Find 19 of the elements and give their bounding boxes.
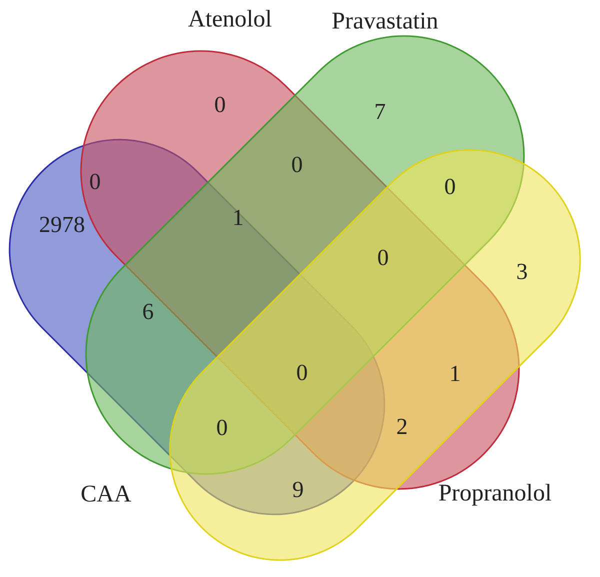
count-label: 0 — [296, 360, 308, 386]
count-label: 1 — [449, 361, 461, 387]
set-label: CAA — [80, 481, 132, 508]
count-label: 0 — [444, 174, 456, 200]
count-label: 0 — [89, 169, 101, 195]
count-label: 7 — [374, 99, 386, 125]
count-label: 0 — [377, 245, 389, 271]
set-label: Atenolol — [188, 6, 272, 34]
count-label: 1 — [232, 205, 244, 231]
count-label: 3 — [516, 259, 528, 285]
count-label: 2978 — [39, 212, 85, 238]
count-label: 9 — [292, 477, 304, 503]
count-label: 2 — [396, 414, 408, 440]
count-label: 6 — [142, 299, 154, 325]
count-label: 0 — [291, 152, 303, 178]
set-label: Propranolol — [438, 480, 552, 508]
count-label: 0 — [216, 415, 228, 441]
count-label: 0 — [214, 92, 226, 118]
set-label: Pravastatin — [332, 8, 438, 36]
